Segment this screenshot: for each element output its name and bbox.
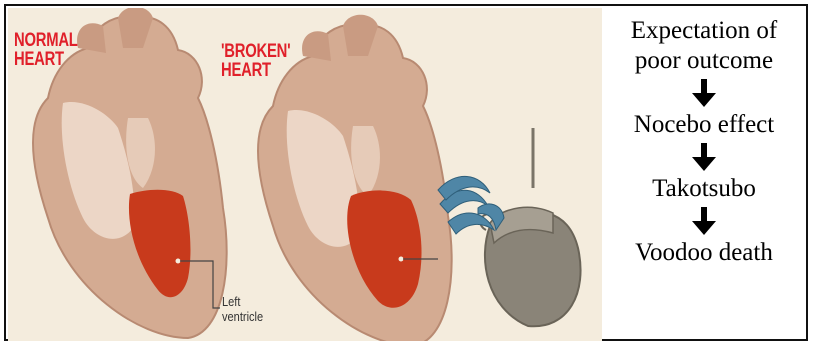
broken-heart-label: 'BROKEN' HEART	[221, 42, 290, 80]
down-arrow-icon	[689, 142, 719, 172]
down-arrow-icon	[689, 206, 719, 236]
flow-step-takotsubo: Takotsubo	[652, 174, 756, 204]
left-ventricle-label: Left ventricle	[222, 294, 263, 324]
flow-step-voodoo-death: Voodoo death	[635, 238, 773, 268]
flow-step-expectation: Expectation of poor outcome	[631, 16, 777, 76]
causal-flow: Expectation of poor outcome Nocebo effec…	[602, 6, 806, 339]
flow-step-nocebo: Nocebo effect	[634, 110, 774, 140]
heart-illustration	[8, 8, 602, 341]
heart-illustration-panel: NORMAL HEART 'BROKEN' HEART Left ventric…	[8, 8, 602, 341]
figure-frame: NORMAL HEART 'BROKEN' HEART Left ventric…	[4, 4, 808, 341]
normal-heart-label: NORMAL HEART	[14, 31, 78, 69]
down-arrow-icon	[689, 78, 719, 108]
